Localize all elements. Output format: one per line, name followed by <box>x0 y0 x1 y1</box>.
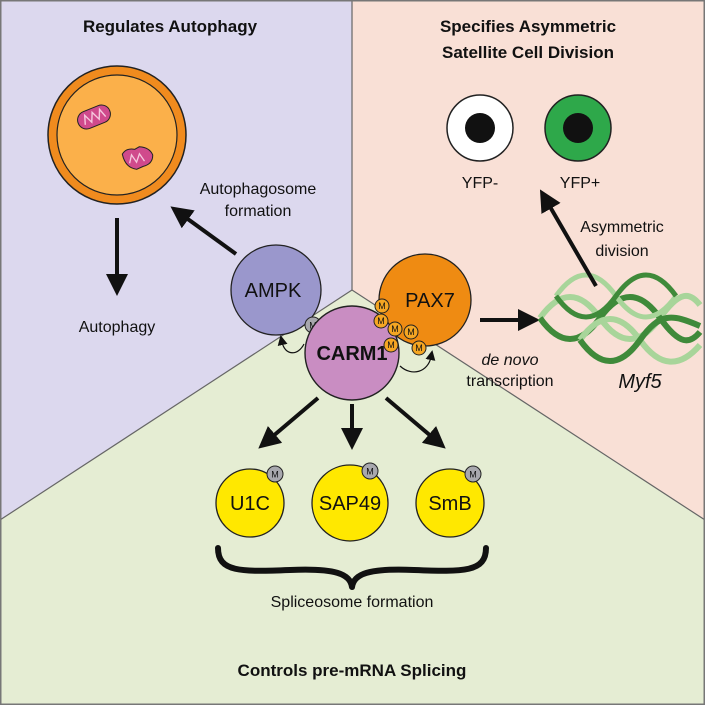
asymmetric-label-line1: Asymmetric <box>580 219 664 236</box>
pax7-methyl-label: M <box>378 301 386 311</box>
ampk-label: AMPK <box>245 280 302 302</box>
spliceosome-brace <box>215 545 489 590</box>
carm1-to-smb-arrow <box>384 396 446 449</box>
pax7-label: PAX7 <box>405 290 455 312</box>
smb-methyl-label: M <box>469 470 477 480</box>
splicing-section-title: Controls pre-mRNA Splicing <box>238 661 467 680</box>
pax7-methyl-badge <box>374 298 390 314</box>
ampk-node <box>230 244 322 336</box>
yfp-negative-label: YFP- <box>462 175 498 192</box>
u1c-label: U1C <box>230 493 270 515</box>
pax7-methylation-arrow <box>399 350 436 373</box>
yfp-positive-label: YFP+ <box>560 175 600 192</box>
mitochondrion-icon <box>77 104 111 130</box>
ampk-methylation-arrow <box>277 335 305 354</box>
asymmetric-section-title-line2: Satellite Cell Division <box>442 43 614 62</box>
yfp-positive-nucleus <box>563 113 593 143</box>
myf5-dna-strands <box>537 272 703 365</box>
pax7-methyl-label: M <box>387 340 395 350</box>
autophagy-section-title: Regulates Autophagy <box>83 17 258 36</box>
sap49-methyl-badge <box>361 462 379 480</box>
smb-methyl-badge <box>464 465 482 483</box>
asymmetric-division-arrow <box>539 189 598 288</box>
ampk-methyl-label: M <box>309 321 317 331</box>
asymmetric-section-title-line1: Specifies Asymmetric <box>440 17 616 36</box>
pax7-methyl-label: M <box>377 316 385 326</box>
pax7-methyl-badge <box>387 321 403 337</box>
u1c-node <box>215 468 285 538</box>
pax7-methyl-label: M <box>415 343 423 353</box>
pax7-methyl-badge <box>403 324 419 340</box>
myf5-label: Myf5 <box>618 371 662 393</box>
u1c-methyl-label: M <box>271 470 279 480</box>
pax7-methyl-badge <box>411 340 427 356</box>
damaged-mitochondrion-icon <box>121 146 154 170</box>
pax7-methyl-badges: M M M M M M <box>373 298 427 356</box>
carm1-node <box>304 305 400 401</box>
sap49-methyl-label: M <box>366 467 374 477</box>
carm1-label: CARM1 <box>316 343 387 365</box>
asymmetric-label-line2: division <box>595 243 648 260</box>
pax7-methyl-label: M <box>391 324 399 334</box>
smb-label: SmB <box>428 493 471 515</box>
autophagy-label: Autophagy <box>79 319 156 336</box>
u1c-methyl-badge <box>266 465 284 483</box>
pax7-methyl-label: M <box>407 327 415 337</box>
smb-node <box>415 468 485 538</box>
autophagosome-formation-label-line1: Autophagosome <box>200 181 317 198</box>
sap49-label: SAP49 <box>319 493 381 515</box>
de-novo-label: de novo <box>482 352 539 369</box>
pax7-methyl-badge <box>383 337 399 353</box>
spliceosome-formation-label: Spliceosome formation <box>271 594 434 611</box>
sap49-node <box>311 464 389 542</box>
yfp-negative-nucleus <box>465 113 495 143</box>
carm1-to-u1c-arrow <box>258 396 320 449</box>
pax7-methyl-badge <box>373 313 389 329</box>
asymmetric-division-sector-bg <box>352 0 705 520</box>
transcription-label: transcription <box>466 373 553 390</box>
autophagosome <box>47 65 187 205</box>
autophagosome-formation-arrow <box>170 206 238 256</box>
autophagosome-formation-label-line2: formation <box>225 203 292 220</box>
